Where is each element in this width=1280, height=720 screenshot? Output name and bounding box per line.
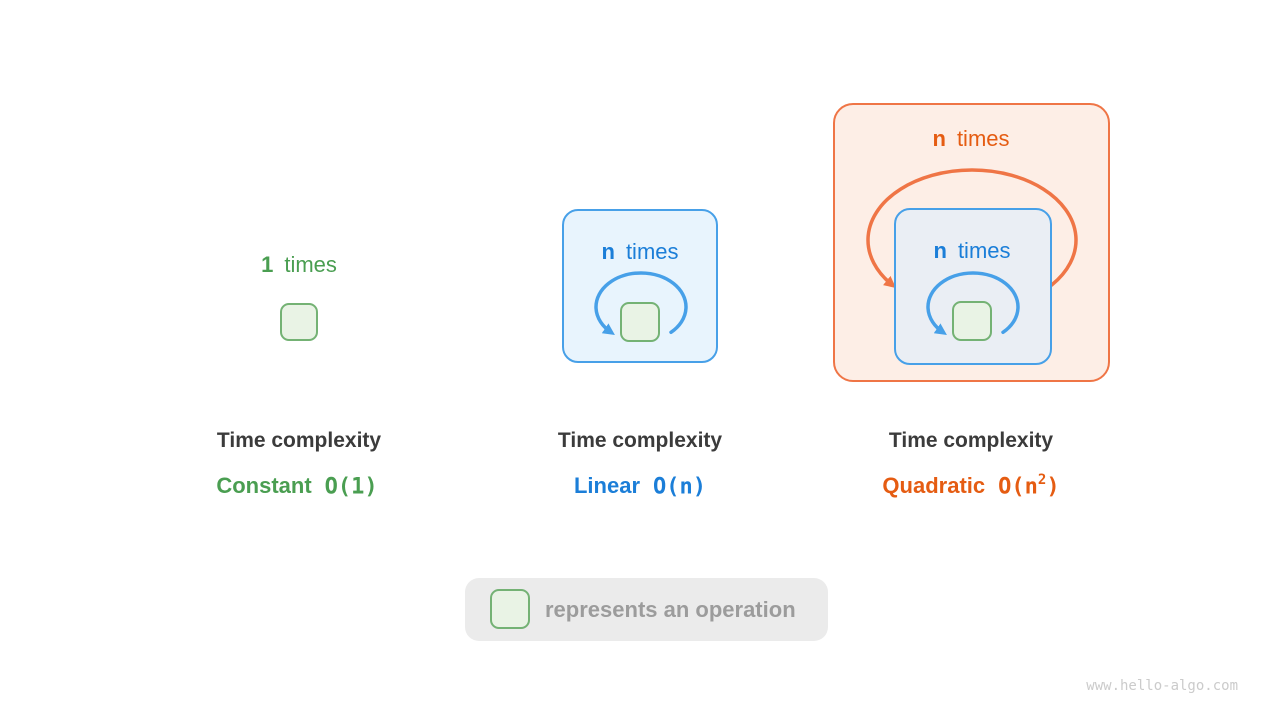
constant-complexity-label: Constant O(1) bbox=[216, 473, 377, 499]
linear-times-label: n times bbox=[601, 239, 678, 265]
constant-big-o: O(1) bbox=[324, 474, 378, 500]
quadratic-complexity-label: Quadratic O(n2) bbox=[882, 472, 1060, 500]
quadratic-title: Time complexity bbox=[888, 429, 1054, 452]
quadratic-outer-times-label: n times bbox=[932, 126, 1009, 152]
linear-complexity-label: Linear O(n) bbox=[574, 473, 706, 499]
constant-title: Time complexity bbox=[216, 429, 382, 452]
operation-box-quadratic bbox=[952, 301, 992, 341]
linear-times-word: times bbox=[625, 239, 679, 264]
operation-box-linear bbox=[620, 302, 660, 342]
quadratic-name: Quadratic bbox=[882, 473, 986, 499]
quadratic-inner-times-word: times bbox=[957, 238, 1011, 263]
watermark: www.hello-algo.com bbox=[1086, 678, 1238, 694]
quadratic-outer-times-word: times bbox=[956, 126, 1010, 151]
quadratic-inner-count: n bbox=[933, 238, 947, 263]
quadratic-inner-loop-box bbox=[894, 208, 1052, 365]
quadratic-inner-times-label: n times bbox=[933, 238, 1010, 264]
quadratic-big-o: O(n2) bbox=[998, 472, 1060, 500]
constant-times-label: 1 times bbox=[261, 252, 337, 278]
legend: represents an operation bbox=[465, 578, 828, 641]
linear-count: n bbox=[601, 239, 615, 264]
quadratic-outer-count: n bbox=[932, 126, 946, 151]
constant-times-word: times bbox=[284, 252, 337, 277]
operation-box-legend bbox=[490, 589, 530, 629]
legend-label: represents an operation bbox=[545, 596, 796, 622]
linear-big-o: O(n) bbox=[653, 474, 707, 500]
constant-count: 1 bbox=[261, 252, 274, 277]
operation-box-constant bbox=[280, 303, 318, 341]
linear-name: Linear bbox=[573, 473, 641, 499]
constant-name: Constant bbox=[216, 473, 312, 499]
linear-title: Time complexity bbox=[557, 429, 723, 452]
